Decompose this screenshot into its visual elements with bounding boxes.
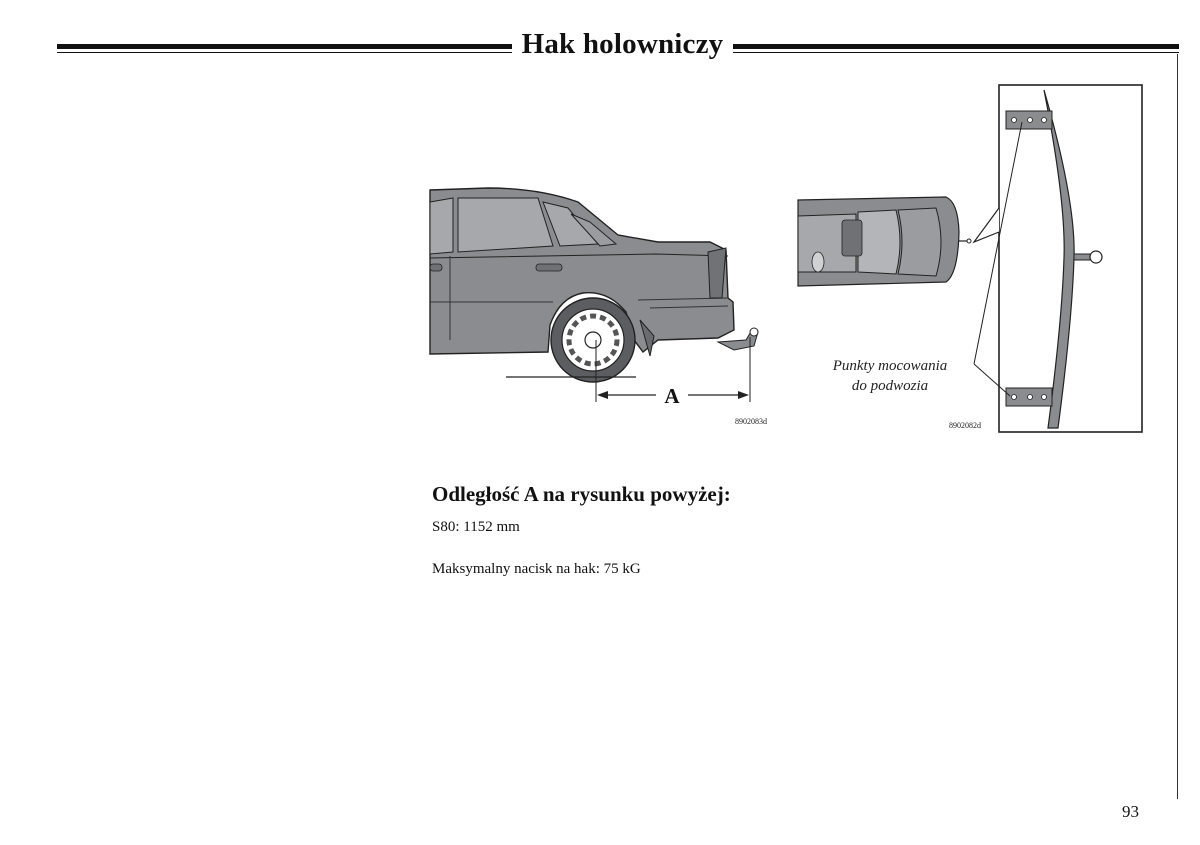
car-top-view-illustration: [797, 84, 1143, 433]
figure-code-side: 8902083d: [735, 417, 767, 426]
car-side-view-illustration: A: [429, 187, 759, 408]
section-heading: Odległość A na rysunku powyżej:: [432, 482, 731, 506]
header-rule-left: [57, 44, 512, 49]
caption-line-2: do podwozia: [851, 378, 929, 394]
header-rule-right-thin: [733, 52, 1179, 53]
page-number: 93: [1122, 802, 1139, 821]
figure-caption-mounting-points: Punkty mocowania do podwozia: [810, 356, 970, 396]
spec-max-load: Maksymalny nacisk na hak: 75 kG: [432, 561, 641, 577]
page-margin-line: [1177, 54, 1178, 799]
caption-line-1: Punkty mocowania: [832, 358, 948, 374]
dimension-a-label: A: [664, 384, 680, 408]
figure-code-top: 8902082d: [949, 421, 981, 430]
header-rule-right: [733, 44, 1179, 49]
spec-s80-distance: S80: 1152 mm: [432, 519, 520, 535]
page-title: Hak holowniczy: [521, 28, 724, 60]
header-rule-left-thin: [57, 52, 512, 53]
